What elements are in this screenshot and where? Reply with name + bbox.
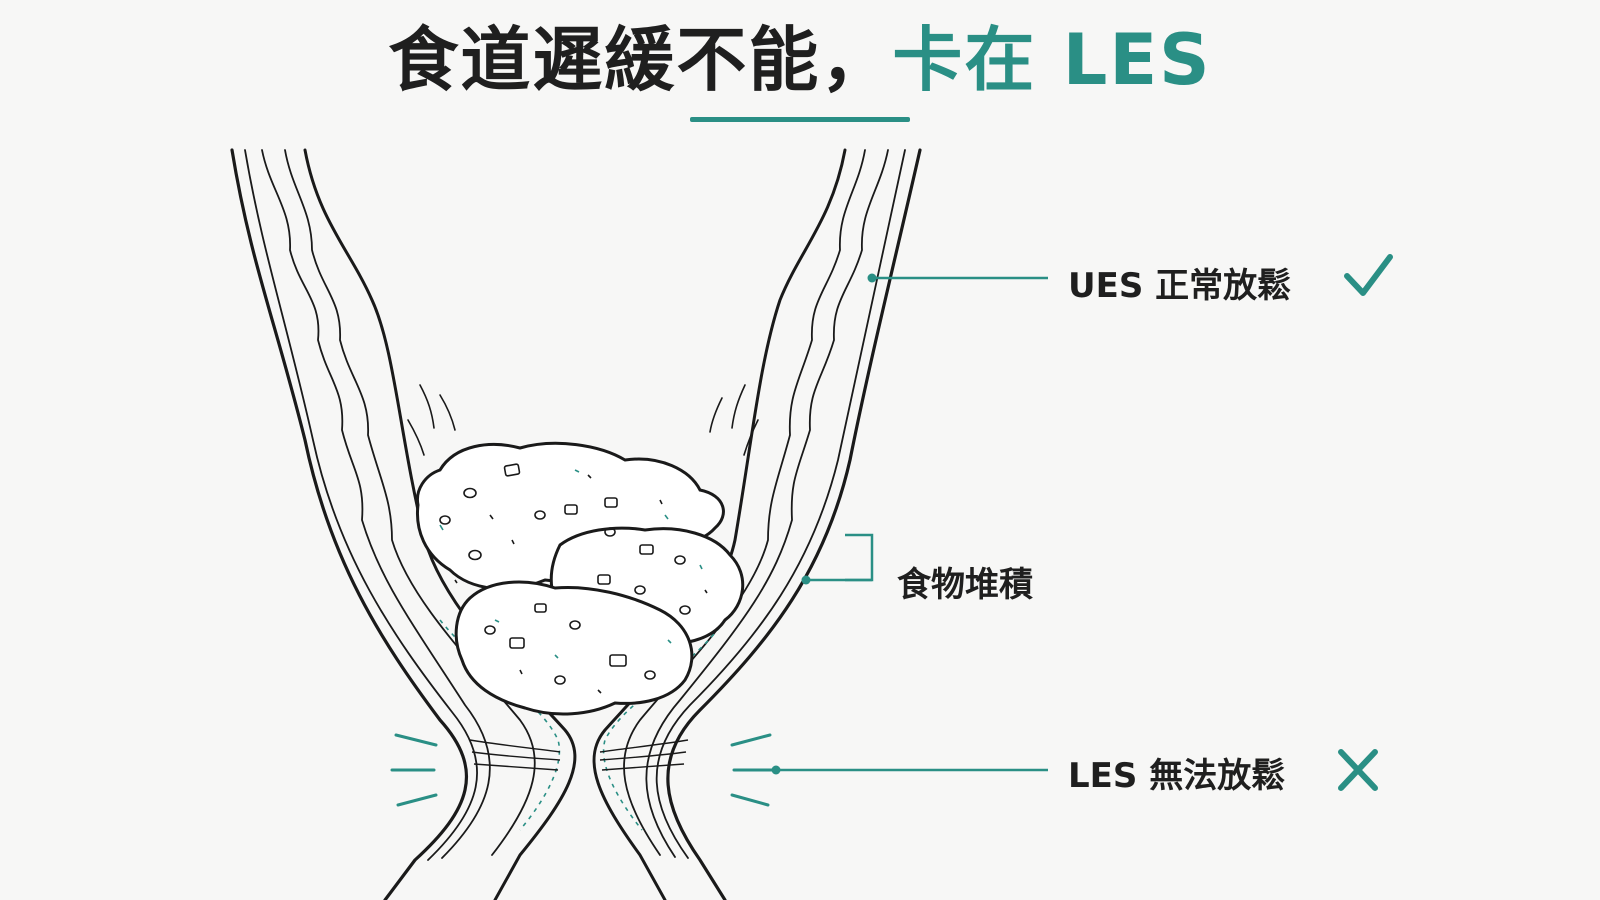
pressure-marks <box>390 733 776 807</box>
callout-food <box>801 533 874 585</box>
food-bolus-group <box>415 441 745 716</box>
right-muscle-line-3 <box>623 149 866 856</box>
right-inner-wall <box>592 148 847 900</box>
title-main: 食道遲緩不能， <box>388 19 893 101</box>
callout-ues <box>867 273 1048 283</box>
left-outer-wall <box>230 148 468 900</box>
cross-icon <box>1338 749 1378 791</box>
page-title: 食道遲緩不能，卡在 LES <box>0 18 1600 102</box>
title-accent: 卡在 LES <box>892 19 1212 101</box>
les-squeeze-lines <box>469 739 689 771</box>
title-underline <box>690 117 910 122</box>
left-muscle-line-1 <box>244 149 478 861</box>
food-teal-texture <box>439 469 703 659</box>
right-muscle-line-1 <box>655 149 906 859</box>
ues-label: UES 正常放鬆 <box>1068 266 1292 306</box>
food-label: 食物堆積 <box>897 565 1033 605</box>
les-label: LES 無法放鬆 <box>1068 756 1286 796</box>
callout-les <box>771 765 1048 775</box>
les-accents <box>439 619 726 831</box>
motion-marks <box>407 384 759 456</box>
right-muscle-line-2 <box>645 149 889 858</box>
food-texture <box>439 463 708 694</box>
left-muscle-line-3 <box>284 149 536 856</box>
left-muscle-line-2 <box>261 149 491 859</box>
food-bolus-bottom <box>454 580 694 716</box>
check-icon <box>1344 254 1393 296</box>
